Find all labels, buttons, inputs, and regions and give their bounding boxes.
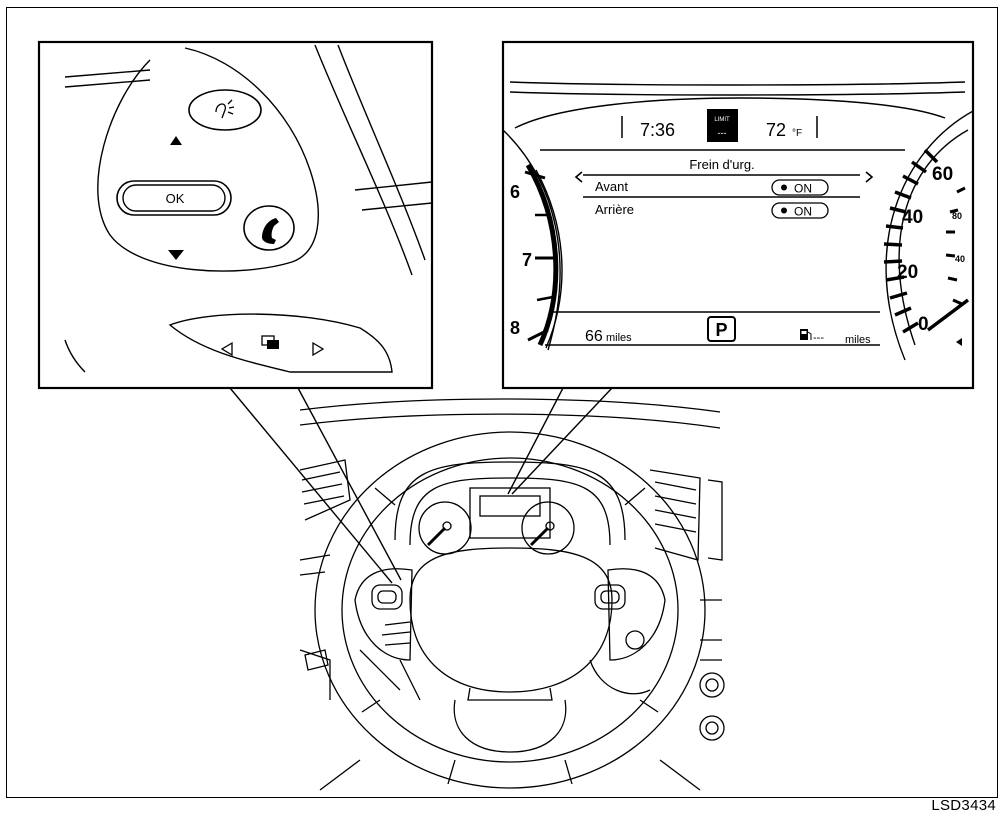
range-value: --- [813, 332, 824, 344]
speed-label-60: 60 [932, 164, 953, 185]
voice-icon [215, 99, 235, 119]
display-callout: 6 7 8 [501, 40, 975, 390]
gear-indicator: P [707, 316, 736, 342]
menu-row-label: Avant [595, 179, 628, 194]
menu-prev-icon[interactable] [574, 171, 583, 183]
temperature-unit: °F [792, 128, 802, 139]
display-switch-icon[interactable] [261, 335, 279, 349]
speed-small-label-40: 40 [955, 254, 965, 264]
speed-pointer-icon [956, 338, 962, 346]
menu-row-label: Arrière [595, 202, 634, 217]
range-unit: miles [845, 334, 871, 346]
menu-title: Frein d'urg. [689, 157, 754, 172]
controls-callout: OK [37, 40, 434, 390]
speed-limit-label: LIMIT [714, 117, 730, 123]
left-arrow-icon[interactable] [220, 341, 233, 357]
callout-pointers [229, 387, 613, 584]
down-arrow-icon[interactable] [168, 250, 184, 260]
phone-icon [262, 218, 279, 244]
figure-frame [6, 7, 998, 798]
tach-label-7: 7 [522, 250, 532, 270]
tach-label-6: 6 [510, 182, 520, 202]
speed-label-20: 20 [897, 262, 918, 283]
up-arrow-icon[interactable] [170, 136, 182, 145]
dashboard-drawing [299, 398, 725, 791]
ok-button-label: OK [166, 191, 185, 206]
menu-row-arriere[interactable]: Arrière ON [595, 202, 829, 219]
menu-row-value: ON [794, 182, 812, 196]
menu-row-avant[interactable]: Avant ON [595, 179, 829, 196]
speed-small-label-80: 80 [952, 211, 962, 221]
right-arrow-icon[interactable] [312, 341, 325, 357]
fuel-pump-icon [800, 329, 812, 340]
figure-code: LSD3434 [931, 797, 996, 814]
tach-label-8: 8 [510, 318, 520, 338]
menu-next-icon[interactable] [865, 171, 874, 183]
ok-button[interactable]: OK [116, 180, 232, 216]
trip-distance: 66 [585, 328, 603, 345]
speed-label-40: 40 [902, 207, 923, 228]
outside-temperature: 72 [766, 120, 786, 140]
trip-unit: miles [606, 332, 632, 344]
menu-row-value: ON [794, 205, 812, 219]
clock-time: 7:36 [640, 120, 675, 140]
speed-limit-badge: LIMIT --- [707, 109, 738, 142]
speed-limit-value: --- [718, 128, 727, 138]
gear-value: P [715, 320, 727, 340]
speed-label-0: 0 [918, 314, 929, 335]
